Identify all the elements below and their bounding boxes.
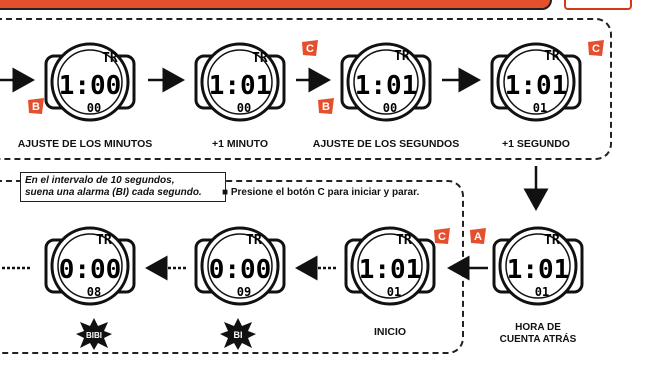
svg-text:BI: BI — [234, 330, 243, 340]
svg-text:B: B — [32, 101, 40, 113]
watch-mode-label: TR — [544, 233, 560, 248]
watch-time: 0:00 — [59, 255, 122, 285]
watch-mode-label: TR — [246, 233, 262, 248]
watch-sub: 08 — [87, 285, 101, 299]
watch-5: TR 0:00 08 — [44, 226, 136, 306]
svg-text:BIBI: BIBI — [86, 331, 102, 340]
button-b-badge: B — [318, 98, 334, 114]
step-label-hora: HORA DE CUENTA ATRÁS — [488, 322, 588, 346]
watch-mode-label: TR — [252, 51, 268, 66]
watch-mode-label: TR — [102, 51, 118, 66]
label-line-2: CUENTA ATRÁS — [499, 334, 577, 345]
svg-text:B: B — [322, 101, 330, 113]
watch-sub: 00 — [383, 101, 397, 115]
step-label: +1 MINUTO — [211, 138, 269, 150]
button-a-badge: A — [470, 228, 486, 244]
watch-mode-label: TR — [394, 49, 410, 64]
watch-sub: 01 — [535, 285, 549, 299]
top-dashed-frame — [0, 18, 612, 160]
watch-time: 1:01 — [359, 255, 422, 285]
watch-7: TR 1:01 01 — [344, 226, 436, 306]
watch-time: 1:01 — [355, 71, 418, 101]
watch-6: TR 0:00 09 — [194, 226, 286, 306]
alarm-burst-icon: BI — [220, 318, 256, 350]
watch-sub: 01 — [533, 101, 547, 115]
button-c-badge: C — [302, 40, 318, 56]
watch-sub: 00 — [237, 101, 251, 115]
button-b-badge: B — [28, 98, 44, 114]
svg-text:C: C — [592, 43, 600, 55]
watch-3: TR 1:01 00 — [340, 42, 432, 122]
alarm-burst-icon: BIBI — [76, 318, 112, 350]
watch-mode-label: TR — [396, 233, 412, 248]
button-c-badge: C — [588, 40, 604, 56]
watch-time: 1:01 — [505, 71, 568, 101]
watch-4: TR 1:01 01 — [490, 42, 582, 122]
label-line-1: HORA DE — [515, 322, 561, 333]
watch-8: TR 1:01 01 — [492, 226, 584, 306]
watch-mode-label: TR — [96, 233, 112, 248]
step-label: AJUSTE DE LOS SEGUNDOS — [312, 138, 460, 150]
watch-sub: 00 — [87, 101, 101, 115]
step-label: AJUSTE DE LOS MINUTOS — [17, 138, 153, 150]
watch-mode-label: TR — [544, 49, 560, 64]
step-label: +1 SEGUNDO — [502, 138, 570, 150]
watch-1: TR 1:00 00 — [44, 42, 136, 122]
note-line-1: En el intervalo de 10 segundos, — [25, 175, 175, 186]
watch-2: TR 1:01 00 — [194, 42, 286, 122]
note-line-2: suena una alarma (BI) cada segundo. — [25, 187, 202, 198]
watch-sub: 09 — [237, 285, 251, 299]
step-label: INICIO — [373, 326, 407, 338]
header-tab — [564, 0, 632, 10]
watch-sub: 01 — [387, 285, 401, 299]
watch-time: 1:01 — [209, 71, 272, 101]
button-c-badge: C — [434, 228, 450, 244]
svg-text:C: C — [306, 43, 314, 55]
watch-time: 1:01 — [507, 255, 570, 285]
instruction-text: ■ Presione el botón C para iniciar y par… — [222, 187, 420, 198]
watch-time: 0:00 — [209, 255, 272, 285]
svg-text:C: C — [438, 231, 446, 243]
svg-text:A: A — [474, 231, 482, 243]
watch-time: 1:00 — [59, 71, 122, 101]
alarm-note: En el intervalo de 10 segundos, suena un… — [20, 172, 226, 202]
